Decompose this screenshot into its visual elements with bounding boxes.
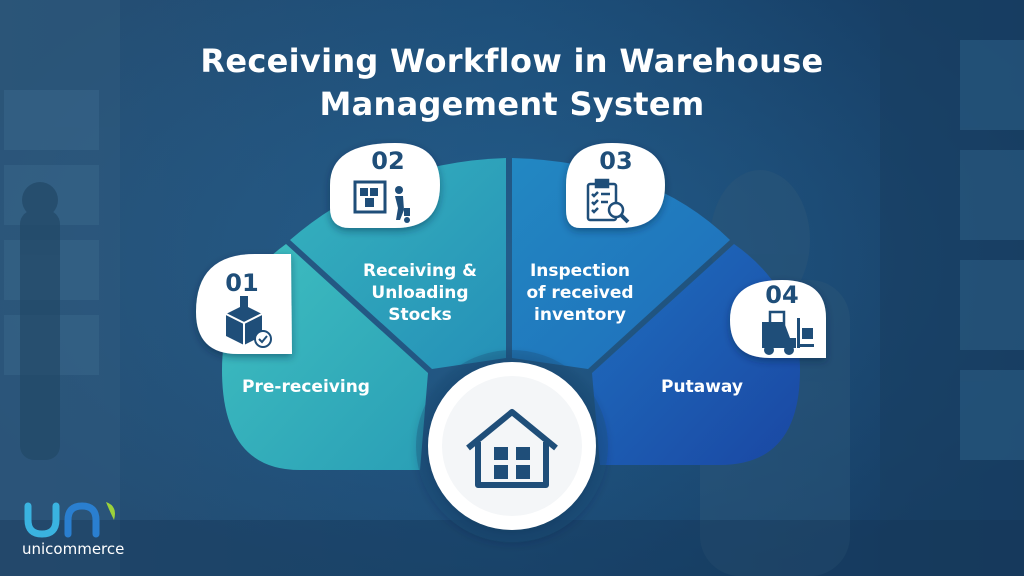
step-03-label-line-3: inventory — [534, 305, 626, 325]
clipboard-magnifier-icon — [586, 178, 630, 224]
step-03-label-line-1: Inspection — [529, 261, 631, 281]
title-line-1: Receiving Workflow in Warehouse — [200, 42, 824, 80]
step-02-label-line-1: Receiving & — [363, 261, 477, 281]
title-line-2: Management System — [319, 85, 705, 123]
forklift-icon — [762, 310, 814, 355]
step-04-label-line: Putaway — [661, 377, 743, 397]
step-04-label: Putaway — [632, 376, 772, 398]
step-01-label-line: Pre-receiving — [242, 377, 370, 397]
step-03-label-line-2: of received — [526, 283, 634, 303]
box-check-icon — [225, 296, 272, 348]
step-02-label: Receiving & Unloading Stocks — [350, 260, 490, 326]
center-hub — [416, 350, 608, 542]
step-02-label-line-3: Stocks — [388, 305, 452, 325]
step-04-number: 04 — [765, 281, 799, 309]
step-02-number: 02 — [371, 147, 405, 175]
step-02-label-line-2: Unloading — [371, 283, 469, 303]
unicommerce-logo-icon — [24, 502, 115, 538]
warehouse-icon — [466, 409, 558, 488]
step-03-number: 03 — [599, 147, 633, 175]
brand-name: unicommerce — [22, 540, 125, 558]
step-03-label: Inspection of received inventory — [510, 260, 650, 326]
step-01-label: Pre-receiving — [226, 376, 386, 398]
step-01-number: 01 — [225, 269, 259, 297]
unloading-worker-icon — [353, 180, 410, 223]
